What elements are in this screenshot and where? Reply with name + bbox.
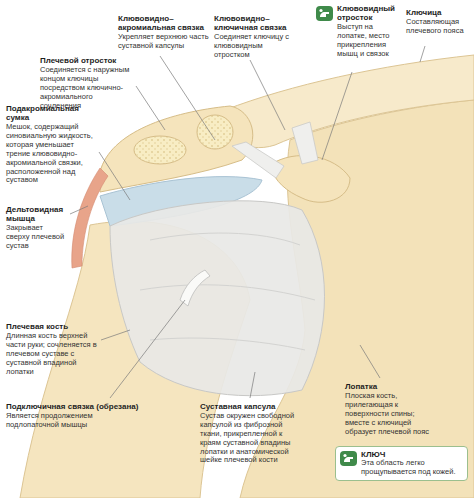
part-description: Соединяет ключицу с клювовидным отростко… (214, 33, 298, 60)
part-name: Клювовидно–ключичная связка (214, 14, 298, 32)
bone-section (197, 115, 233, 149)
label-group: Дельтовидная мышцаЗакрывает сверху плече… (6, 205, 68, 251)
part-description: Является продолжением подлопаточной мышц… (6, 412, 146, 430)
leader-line (99, 152, 130, 200)
label-group: Подключичная связка (обрезана)Является п… (6, 402, 146, 430)
part-name: Подключичная связка (обрезана) (6, 402, 146, 411)
part-description: Плоская кость, прилегающая к поверхности… (345, 392, 439, 436)
part-description: Соединяется с наружным концом ключицы по… (40, 66, 134, 110)
deltoid-muscle (72, 168, 108, 268)
leader-line (101, 330, 130, 340)
leader-line (322, 72, 352, 160)
leader-line (420, 46, 425, 62)
part-name: Ключица (406, 8, 470, 17)
coracoacromial-ligament (232, 142, 284, 178)
clavicle (223, 55, 474, 148)
legend-text: Эта область легко прощупывается под коже… (361, 459, 463, 477)
label-group: Клювовидный отростокВыступ на лопатке, м… (337, 4, 401, 59)
label-group: ЛопаткаПлоская кость, прилегающая к пове… (345, 382, 439, 436)
part-description: Сустав окружен свободной капсулой из фиб… (200, 412, 304, 465)
label-group: Подакромиальная сумкаМешок, содержащий с… (6, 104, 98, 185)
label-group: Клювовидно–ключичная связкаСоединяет клю… (214, 14, 298, 60)
label-group: Плечевая костьДлинная кость верхней част… (6, 322, 100, 376)
part-name: Дельтовидная мышца (6, 205, 68, 223)
leader-line (136, 86, 165, 130)
leader-line (70, 206, 88, 214)
capsule-fibres (140, 233, 315, 350)
joint-capsule (110, 201, 325, 396)
part-name: Суставная капсула (200, 402, 304, 411)
key-box: КЛЮЧЭта область легко прощупывается под … (335, 446, 468, 481)
label-group: Суставная капсулаСустав окружен свободно… (200, 402, 304, 465)
label-group: Плечевой отростокСоединяется с наружным … (40, 56, 134, 110)
bone-section (134, 136, 186, 164)
leader-lines (70, 46, 425, 398)
palpable-icon (340, 451, 357, 466)
part-description: Закрывает сверху плечевой сустав (6, 224, 68, 251)
leader-line (250, 60, 285, 130)
key-text: КЛЮЧЭта область легко прощупывается под … (361, 450, 463, 477)
part-name: Подакромиальная сумка (6, 104, 98, 122)
label-group: КлючицаСоставляющая плечевого пояса (406, 8, 470, 36)
part-description: Мешок, содержащий синовиальную жидкость,… (6, 123, 98, 185)
part-name: Плечевой отросток (40, 56, 134, 65)
part-description: Укрепляет верхнюю часть суставной капсул… (118, 33, 214, 51)
leader-line (160, 56, 215, 140)
coracoid-process (270, 156, 350, 203)
coracoclavicular-ligament (292, 122, 318, 164)
part-description: Выступ на лопатке, место прикрепления мы… (337, 23, 401, 58)
part-description: Длинная кость верхней части руки; сочлен… (6, 332, 100, 376)
leader-line (110, 300, 185, 398)
palpable-icon (316, 6, 333, 21)
leader-line (250, 372, 255, 398)
part-name: Клювовидный отросток (337, 4, 401, 22)
part-description: Составляющая плечевого пояса (406, 18, 470, 36)
key-heading: КЛЮЧ (361, 450, 463, 459)
part-name: Лопатка (345, 382, 439, 391)
part-name: Плечевая кость (6, 322, 100, 331)
label-group: Клювовидно–акромиальная связкаУкрепляет … (118, 14, 214, 51)
leader-line (360, 345, 380, 378)
part-name: Клювовидно–акромиальная связка (118, 14, 214, 32)
